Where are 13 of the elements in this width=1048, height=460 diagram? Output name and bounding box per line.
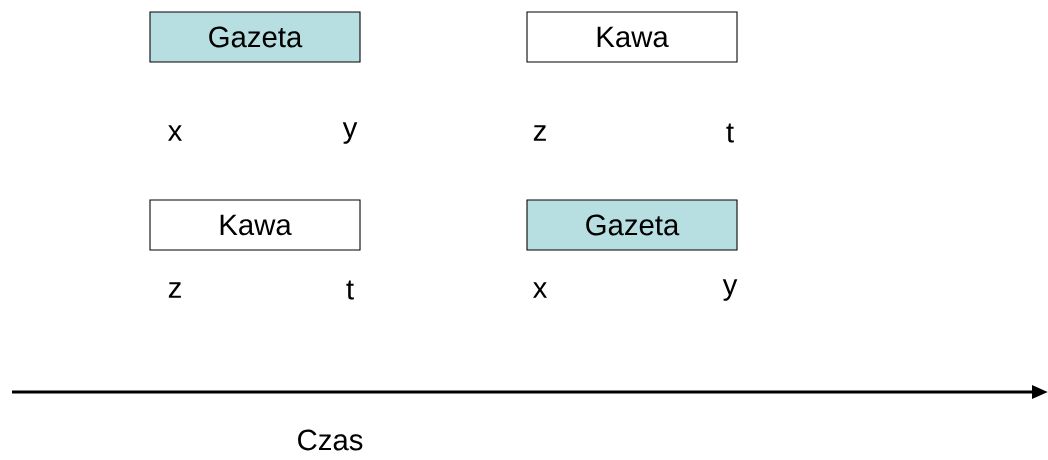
variable-label: t	[346, 280, 354, 300]
variable-label: z	[168, 282, 181, 298]
variable-label: x	[168, 125, 182, 141]
variable-label: x	[533, 282, 547, 298]
variable-label: y	[722, 279, 738, 301]
label-box: Gazeta	[149, 11, 361, 63]
label-box: Kawa	[149, 199, 361, 251]
variable-label: y	[342, 122, 358, 144]
label-box: Gazeta	[526, 199, 738, 251]
variable-label: t	[726, 123, 734, 143]
label-box: Kawa	[526, 11, 738, 63]
axis-label: Czas	[298, 429, 363, 451]
variable-label: z	[533, 125, 546, 141]
